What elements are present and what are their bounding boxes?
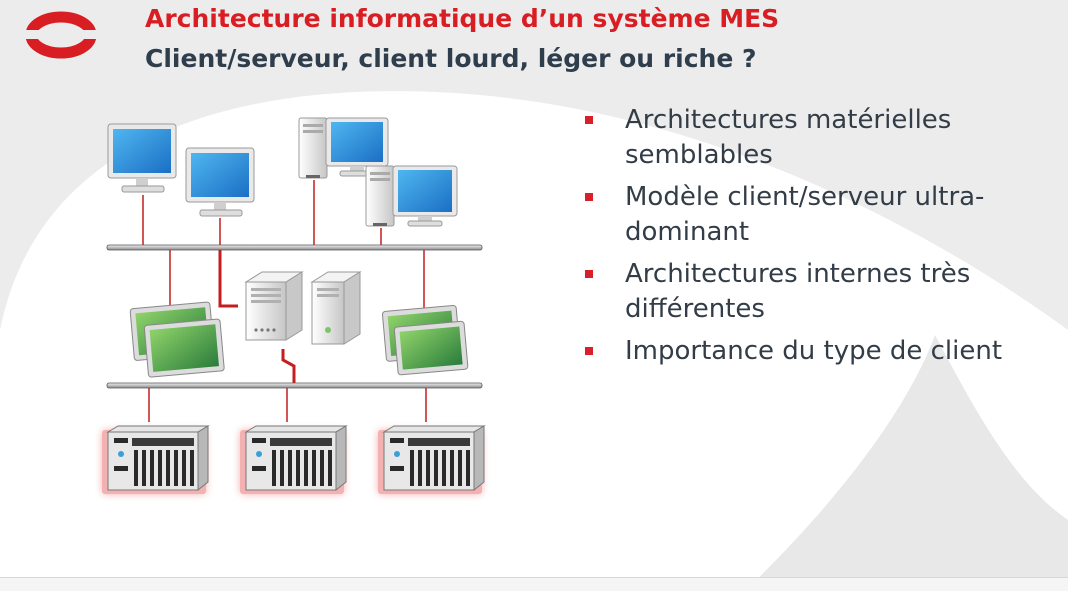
bullet-text: Architectures matérielles semblables	[625, 105, 952, 170]
bullet-item: Architectures internes très différentes	[585, 257, 1045, 327]
square-bullet-icon	[585, 193, 593, 201]
slide-title: Architecture informatique d’un système M…	[145, 4, 780, 33]
bullet-list: Architectures matérielles semblables Mod…	[585, 103, 1045, 376]
plc-controller-icon	[102, 425, 210, 494]
square-bullet-icon	[585, 270, 593, 278]
lower-network-bus	[106, 382, 483, 389]
square-bullet-icon	[585, 347, 593, 355]
tower-workstation-icon	[365, 165, 458, 227]
tablet-screens-icon	[129, 301, 225, 378]
tablet-screens-icon	[381, 304, 469, 376]
bullet-item: Modèle client/serveur ultra-dominant	[585, 180, 1045, 250]
bullet-item: Importance du type de client	[585, 334, 1045, 369]
plc-controller-icon	[378, 425, 486, 494]
red-ring-logo-icon	[24, 11, 98, 59]
bullet-text: Architectures internes très différentes	[625, 259, 971, 324]
bullet-item: Architectures matérielles semblables	[585, 103, 1045, 173]
square-bullet-icon	[585, 116, 593, 124]
tower-workstation-icon	[298, 117, 389, 179]
network-diagram	[102, 117, 486, 494]
upper-network-bus	[106, 244, 483, 251]
bullet-text: Modèle client/serveur ultra-dominant	[625, 182, 985, 247]
desktop-monitor-icon	[185, 147, 255, 217]
bullet-text: Importance du type de client	[625, 336, 1003, 366]
server-rack-icon	[244, 271, 362, 345]
slide-subtitle: Client/serveur, client lourd, léger ou r…	[145, 44, 757, 73]
desktop-monitor-icon	[107, 123, 177, 193]
network-links	[142, 180, 427, 422]
plc-controller-icon	[240, 425, 348, 494]
bottom-strip	[0, 577, 1068, 591]
